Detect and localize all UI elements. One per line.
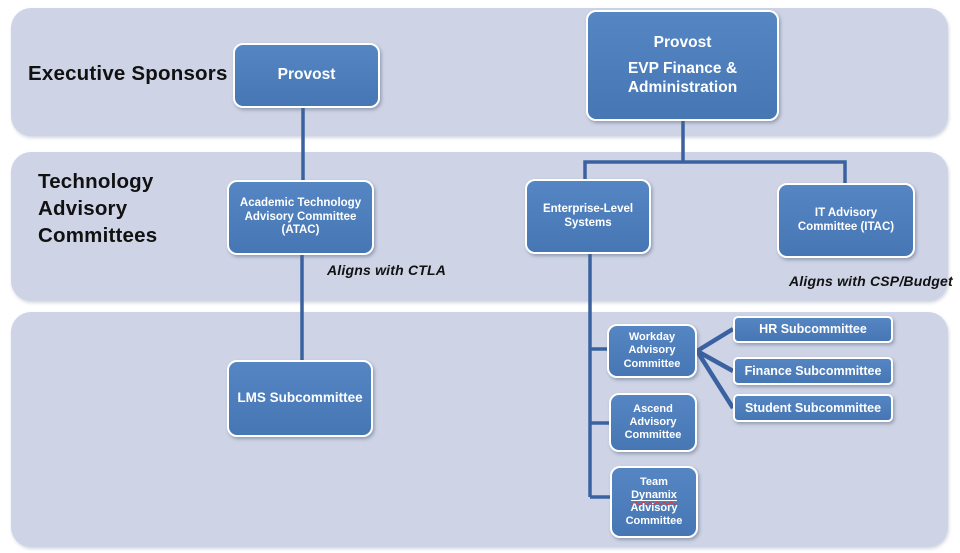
box-workday-label: Workday Advisory Committee	[623, 331, 681, 370]
box-workday-advisory: Workday Advisory Committee	[607, 324, 697, 378]
box-student-label: Student Subcommittee	[744, 400, 882, 415]
technology-advisory-label: Technology Advisory Committees	[38, 170, 158, 248]
box-hr-subcommittee: HR Subcommittee	[733, 316, 893, 343]
box-team-dynamix-line-1: Team	[640, 475, 668, 488]
box-finance-subcommittee: Finance Subcommittee	[733, 357, 893, 385]
box-provost-evp-finance: Provost EVP Finance & Administration	[586, 10, 779, 121]
box-lms-subcommittee: LMS Subcommittee	[227, 360, 373, 437]
annotation-aligns-with-ctla: Aligns with CTLA	[327, 262, 447, 278]
box-atac-label: Academic Technology Advisory Committee (…	[239, 196, 362, 237]
box-lms-label: LMS Subcommittee	[237, 390, 363, 406]
box-provost-evp-title: Provost	[653, 33, 712, 51]
box-itac: IT Advisory Committee (ITAC)	[777, 183, 915, 258]
box-ascend-label: Ascend Advisory Committee	[624, 402, 682, 442]
box-team-dynamix-line-3: Advisory	[630, 502, 678, 514]
box-provost-label: Provost	[277, 66, 336, 84]
annotation-aligns-with-csp-budget: Aligns with CSP/Budget	[789, 273, 953, 289]
box-atac: Academic Technology Advisory Committee (…	[227, 180, 374, 255]
box-provost-evp-subtitle: EVP Finance & Administration	[627, 60, 738, 96]
box-team-dynamix-advisory: Team Dynamix Advisory Committee	[610, 466, 698, 538]
box-team-dynamix-line-4: Committee	[625, 515, 683, 528]
box-finance-label: Finance Subcommittee	[744, 363, 882, 378]
box-student-subcommittee: Student Subcommittee	[733, 394, 893, 422]
box-ascend-advisory: Ascend Advisory Committee	[609, 393, 697, 452]
box-team-dynamix-line-2-misspelled: Dynamix	[631, 489, 677, 502]
box-enterprise-label: Enterprise-Level Systems	[542, 202, 634, 229]
subcommittees-band	[11, 312, 948, 547]
executive-sponsors-label: Executive Sponsors	[28, 62, 228, 85]
box-hr-label: HR Subcommittee	[759, 322, 867, 336]
executive-sponsors-band	[11, 8, 948, 136]
box-itac-label: IT Advisory Committee (ITAC)	[797, 206, 895, 233]
box-enterprise-level-systems: Enterprise-Level Systems	[525, 179, 651, 254]
box-provost: Provost	[233, 43, 380, 108]
misspelled-word: Dynamix	[631, 488, 677, 501]
